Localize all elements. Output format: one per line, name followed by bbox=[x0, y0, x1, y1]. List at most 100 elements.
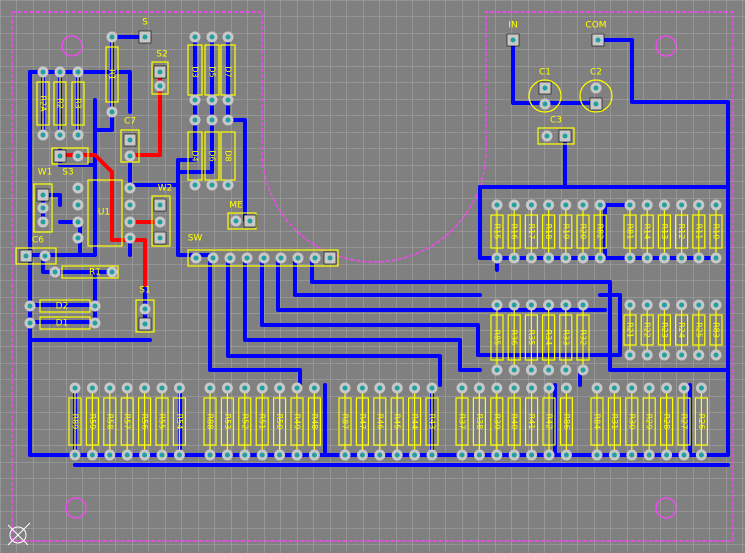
pad-hole bbox=[225, 182, 231, 188]
pad-hole bbox=[40, 219, 46, 225]
pad-hole bbox=[580, 302, 586, 308]
pad-hole bbox=[247, 218, 253, 224]
pad-hole bbox=[696, 302, 702, 308]
board-outline bbox=[11, 11, 734, 542]
resistor-r26-label: R26 bbox=[697, 414, 706, 430]
resistor-r29-body bbox=[642, 397, 656, 446]
pad-hole bbox=[109, 34, 115, 40]
resistor-r19-body bbox=[559, 214, 573, 249]
resistor-r44-label: R44 bbox=[410, 414, 419, 430]
pad-hole bbox=[233, 218, 239, 224]
resistor-r84-body bbox=[590, 397, 604, 446]
c3-outline bbox=[537, 127, 575, 145]
resistor-r83-label: R83 bbox=[712, 322, 721, 338]
resistor-r39-body bbox=[490, 397, 504, 446]
resistor-r21-label: R21 bbox=[626, 322, 635, 338]
pad-hole bbox=[580, 202, 586, 208]
w2-outline bbox=[151, 195, 171, 247]
resistor-r15-label: R15 bbox=[493, 224, 502, 240]
pad-hole bbox=[109, 269, 115, 275]
pad-hole bbox=[142, 452, 148, 458]
resistor-r81-label: R81 bbox=[626, 224, 635, 240]
resistor-r37-label: R37 bbox=[458, 414, 467, 430]
pad-hole bbox=[207, 452, 213, 458]
resistor-r45-label: R45 bbox=[393, 414, 402, 430]
s1-label: S1 bbox=[139, 286, 150, 296]
pad-hole bbox=[528, 202, 534, 208]
s-label: S bbox=[142, 18, 148, 28]
pad-hole bbox=[529, 385, 535, 391]
pad-hole bbox=[207, 385, 213, 391]
resistor-r82-body bbox=[593, 214, 607, 249]
resistor-r59-label: R59 bbox=[88, 414, 97, 430]
resistor-r33-label: R33 bbox=[561, 330, 570, 346]
pad-hole bbox=[72, 452, 78, 458]
pad-hole bbox=[40, 205, 46, 211]
pad-hole bbox=[696, 255, 702, 261]
pad-hole bbox=[209, 97, 215, 103]
resistor-r53-body bbox=[220, 397, 234, 446]
pad-hole bbox=[295, 255, 301, 261]
resistor-r57-body bbox=[120, 397, 134, 446]
resistor-r24-label: R24 bbox=[677, 322, 686, 338]
pad-hole bbox=[192, 117, 198, 123]
resistor-r1-body bbox=[105, 46, 119, 103]
c6-label: C6 bbox=[32, 236, 44, 246]
pad-hole bbox=[75, 219, 81, 225]
resistor-r45-body bbox=[390, 397, 404, 446]
resistor-r33-body bbox=[559, 314, 573, 361]
resistor-r39-label: R39 bbox=[492, 414, 501, 430]
resistor-r17-body bbox=[524, 214, 539, 249]
resistor-r58-label: R58 bbox=[105, 414, 114, 430]
pad-hole bbox=[210, 255, 216, 261]
resistor-r38-body bbox=[472, 397, 486, 446]
pad-hole bbox=[294, 385, 300, 391]
resistor-r41-body bbox=[524, 397, 539, 446]
resistor-r87-body bbox=[338, 397, 352, 446]
pad-hole bbox=[580, 367, 586, 373]
pad-hole bbox=[476, 385, 482, 391]
pad-hole bbox=[679, 302, 685, 308]
pad-hole bbox=[661, 352, 667, 358]
mounting-hole bbox=[65, 497, 87, 519]
pad-hole bbox=[75, 69, 81, 75]
resistor-r40-label: R40 bbox=[510, 414, 519, 430]
resistor-r2a-body bbox=[36, 81, 50, 126]
c3-label: C3 bbox=[550, 116, 562, 126]
resistor-r88-body bbox=[203, 397, 217, 446]
pad-hole bbox=[259, 385, 265, 391]
pad-hole bbox=[40, 192, 46, 198]
pad-hole bbox=[27, 303, 33, 309]
pad-hole bbox=[713, 302, 719, 308]
resistor-r51-body bbox=[255, 397, 269, 446]
pad-hole bbox=[127, 202, 133, 208]
c1-label: C1 bbox=[539, 68, 551, 78]
pad-hole bbox=[696, 202, 702, 208]
resistor-r38-label: R38 bbox=[475, 414, 484, 430]
pad-hole bbox=[459, 452, 465, 458]
pad-hole bbox=[259, 452, 265, 458]
pad-hole bbox=[312, 255, 318, 261]
diode-d8-label: D8 bbox=[224, 150, 233, 161]
pad-hole bbox=[75, 235, 81, 241]
pad-hole bbox=[192, 34, 198, 40]
mounting-hole bbox=[61, 35, 83, 57]
pad-hole bbox=[23, 253, 29, 259]
resistor-r53-label: R53 bbox=[223, 414, 232, 430]
resistor-r88-label: R88 bbox=[206, 414, 215, 430]
resistor-r52-body bbox=[238, 397, 252, 446]
pad-hole bbox=[679, 202, 685, 208]
c7-label: C7 bbox=[124, 117, 136, 127]
resistor-r26-body bbox=[694, 397, 709, 446]
pad-hole bbox=[546, 302, 552, 308]
resistor-r43-body bbox=[425, 397, 439, 446]
pad-hole bbox=[544, 133, 550, 139]
pad-hole bbox=[494, 452, 500, 458]
pad-hole bbox=[394, 452, 400, 458]
pad-hole bbox=[225, 117, 231, 123]
pad-hole bbox=[713, 255, 719, 261]
resistor-r40-body bbox=[507, 397, 521, 446]
pad-hole bbox=[89, 385, 95, 391]
resistor-r2a-label: R2A bbox=[39, 95, 48, 112]
resistor-r21-body bbox=[623, 314, 637, 346]
